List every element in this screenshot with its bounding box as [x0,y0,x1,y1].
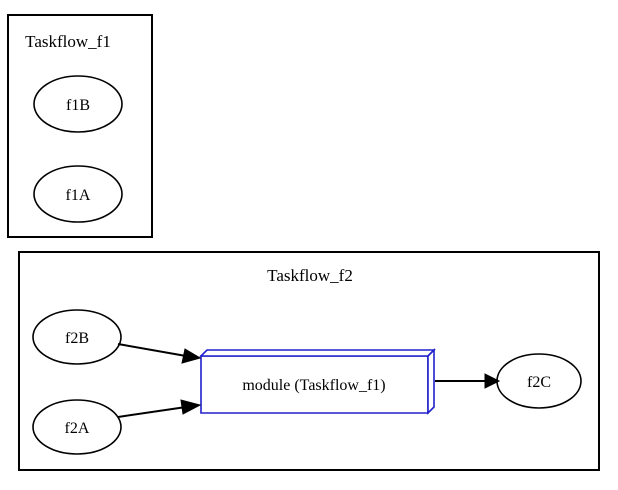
node-f1a-ellipse [33,165,123,223]
node-f2a-ellipse [32,399,122,455]
node-f1b-ellipse [33,75,123,133]
node-f1b[interactable]: f1B [33,75,123,133]
cluster-taskflow-f2-label: Taskflow_f2 [267,266,353,285]
edge-module-to-f2c[interactable] [435,373,501,389]
node-f2c-label: f2C [527,374,551,391]
edge-f2a-to-module[interactable] [117,399,202,418]
edge-f2a-to-module-line [117,406,187,418]
cluster-taskflow-f1-label: Taskflow_f1 [25,32,111,51]
edge-f2b-to-module[interactable] [117,343,202,364]
node-module-side-face [427,348,435,415]
node-f1a[interactable]: f1A [33,165,123,223]
node-f2c[interactable]: f2C [496,353,582,409]
node-f2b-ellipse [32,309,122,365]
edge-f2b-to-module-line [117,343,187,357]
node-f2b-label: f2B [65,330,89,347]
node-module-taskflow-f1[interactable]: module (Taskflow_f1) [199,348,436,415]
cluster-taskflow-f2[interactable]: Taskflow_f2 f2B f2A module (Taskflow_f1) [18,251,600,471]
node-f1a-label: f1A [66,187,91,204]
edge-f2b-to-module-arrowhead [181,348,202,364]
node-f2a-label: f2A [65,420,90,437]
edge-module-to-f2c-arrowhead [484,373,501,389]
node-f2b[interactable]: f2B [32,309,122,365]
node-module-label: module (Taskflow_f1) [242,377,385,394]
cluster-taskflow-f1[interactable]: Taskflow_f1 f1B f1A [7,14,153,238]
node-module-top-face [199,349,436,357]
node-f2a[interactable]: f2A [32,399,122,455]
node-f1b-label: f1B [66,97,90,114]
edge-f2a-to-module-arrowhead [180,399,202,415]
